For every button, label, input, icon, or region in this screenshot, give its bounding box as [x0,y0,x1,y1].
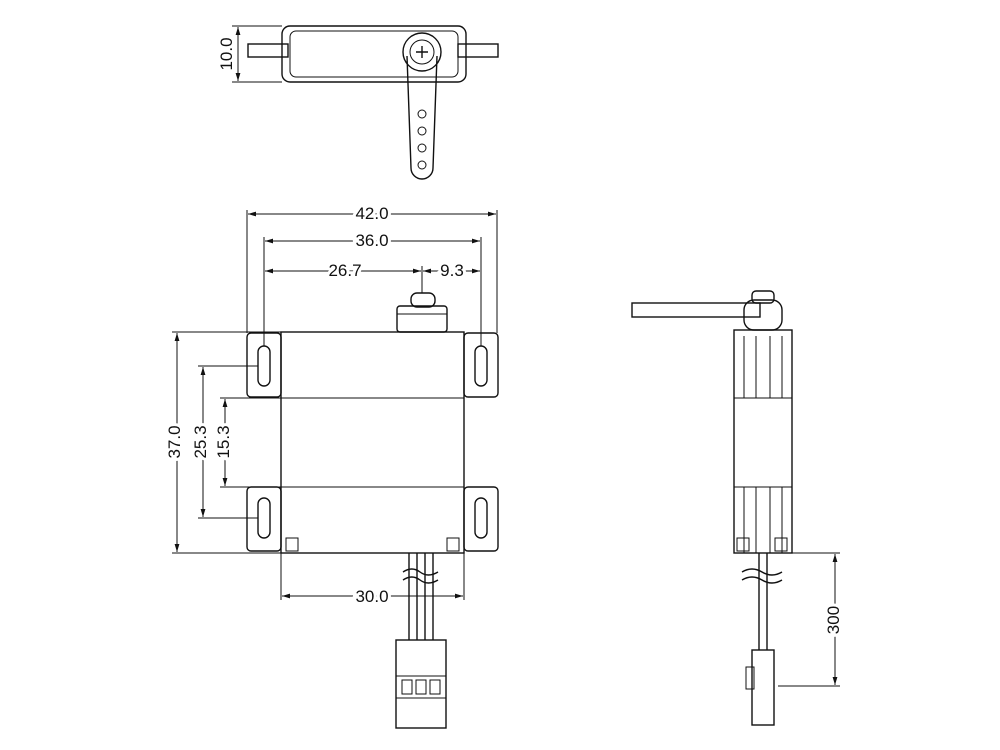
top-view-left-tab [247,43,289,58]
connector-latch [745,666,755,690]
top-view-body-inner [289,30,459,78]
servo-horn-hub [402,32,442,72]
bottom-foot [285,537,299,552]
cable-break-mark [402,576,439,584]
shaft-offset-left-label: 26.7 [328,261,361,280]
overall-width-label: 42.0 [355,204,388,223]
mount-spacing-outer-label: 25.3 [191,425,210,458]
shaft-offset-right-label: 9.3 [440,261,464,280]
side-horn-hub [743,299,783,331]
output-shaft-base [396,305,448,333]
horn-hole [417,109,427,119]
mount-spacing-inner-label: 15.3 [214,425,233,458]
side-connector [751,649,775,726]
servo-horn-arm [406,55,438,180]
overall-height-label: 37.0 [165,425,184,458]
horn-hole [417,126,427,136]
phillips-screw-icon [416,46,428,58]
side-horn-arm [631,302,761,318]
horn-screw-head [409,39,435,65]
cable-break-mark [402,568,439,576]
mounting-ear-bottom-right [463,486,499,552]
horn-hole [417,143,427,153]
servo-connector [395,639,447,729]
hole-spacing-label: 36.0 [355,231,388,250]
top-view-right-tab [457,43,499,58]
bottom-foot [446,537,460,552]
top-view: 10.0 [217,25,499,180]
mounting-slot [257,345,271,387]
side-view: 300 [631,290,846,726]
front-view: 42.0 36.0 26.7 9.3 37.0 25.3 15.3 30.0 [162,201,499,729]
cable-break-mark [741,576,783,584]
top-view-body-outer [281,25,467,83]
mounting-slot [257,497,271,539]
mounting-slot [474,345,488,387]
servo-body [280,331,465,554]
top-height-label: 10.0 [217,37,236,70]
cable-break-mark [741,568,783,576]
side-shaft-top [751,290,775,304]
side-body [733,329,793,554]
connector-housing [395,639,447,729]
output-shaft-spline [410,292,436,308]
body-width-label: 30.0 [355,587,388,606]
horn-hole [417,160,427,170]
cable-length-label: 300 [824,606,843,634]
mounting-ear-bottom-left [246,486,282,552]
mounting-slot [474,497,488,539]
